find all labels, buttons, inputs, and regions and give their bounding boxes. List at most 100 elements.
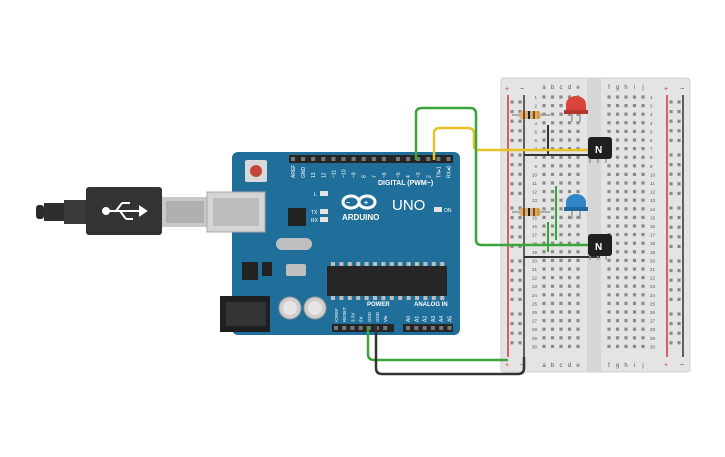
header-hole[interactable]: [321, 157, 326, 161]
breadboard-hole[interactable]: [550, 284, 555, 288]
breadboard-hole[interactable]: [641, 276, 645, 280]
resistor-2[interactable]: [512, 208, 550, 216]
rail-hole[interactable]: [669, 341, 673, 345]
rail-hole[interactable]: [677, 297, 681, 301]
breadboard-hole[interactable]: [559, 129, 563, 133]
breadboard-hole[interactable]: [641, 224, 645, 228]
breadboard-hole[interactable]: [641, 233, 645, 237]
breadboard-hole[interactable]: [559, 190, 563, 194]
reset-button-cap[interactable]: [250, 165, 262, 177]
breadboard-hole[interactable]: [567, 129, 572, 133]
breadboard-hole[interactable]: [576, 284, 580, 288]
breadboard-hole[interactable]: [615, 138, 620, 142]
rail-hole[interactable]: [669, 312, 673, 316]
breadboard-hole[interactable]: [632, 164, 637, 168]
breadboard-hole[interactable]: [607, 190, 611, 194]
analog-header-hole[interactable]: [439, 326, 444, 330]
breadboard-hole[interactable]: [615, 284, 620, 288]
breadboard-hole[interactable]: [624, 190, 628, 194]
breadboard-hole[interactable]: [641, 284, 645, 288]
breadboard-hole[interactable]: [632, 147, 637, 151]
header-hole[interactable]: [351, 157, 356, 161]
wire-green-pin5[interactable]: [414, 106, 595, 247]
breadboard-hole[interactable]: [559, 104, 563, 108]
rail-hole[interactable]: [669, 297, 673, 301]
rail-hole[interactable]: [677, 138, 681, 142]
breadboard-hole[interactable]: [542, 344, 546, 348]
rail-hole[interactable]: [669, 331, 673, 335]
breadboard-hole[interactable]: [567, 336, 572, 340]
breadboard-hole[interactable]: [641, 310, 645, 314]
breadboard-hole[interactable]: [632, 138, 637, 142]
breadboard-hole[interactable]: [632, 301, 637, 305]
breadboard-hole[interactable]: [641, 336, 645, 340]
breadboard-hole[interactable]: [550, 155, 555, 159]
breadboard-hole[interactable]: [550, 241, 555, 245]
breadboard-hole[interactable]: [607, 164, 611, 168]
breadboard-hole[interactable]: [567, 301, 572, 305]
breadboard-hole[interactable]: [542, 190, 546, 194]
breadboard-hole[interactable]: [542, 301, 546, 305]
breadboard-hole[interactable]: [624, 172, 628, 176]
breadboard-hole[interactable]: [542, 233, 546, 237]
breadboard-hole[interactable]: [550, 129, 555, 133]
rail-hole[interactable]: [677, 269, 681, 273]
breadboard-hole[interactable]: [615, 129, 620, 133]
rail-hole[interactable]: [518, 297, 522, 301]
breadboard-hole[interactable]: [615, 215, 620, 219]
breadboard-hole[interactable]: [576, 258, 580, 262]
analog-header-hole[interactable]: [414, 326, 419, 330]
breadboard-hole[interactable]: [632, 241, 637, 245]
breadboard-hole[interactable]: [624, 207, 628, 211]
breadboard-hole[interactable]: [607, 336, 611, 340]
breadboard-hole[interactable]: [576, 310, 580, 314]
breadboard-hole[interactable]: [632, 267, 637, 271]
rail-hole[interactable]: [677, 341, 681, 345]
rail-hole[interactable]: [677, 153, 681, 157]
breadboard-hole[interactable]: [542, 258, 546, 262]
analog-header-hole[interactable]: [422, 326, 427, 330]
rail-hole[interactable]: [510, 244, 514, 248]
breadboard-hole[interactable]: [632, 198, 637, 202]
rail-hole[interactable]: [518, 206, 522, 210]
breadboard-hole[interactable]: [550, 215, 555, 219]
breadboard-hole[interactable]: [567, 155, 572, 159]
breadboard-hole[interactable]: [624, 310, 628, 314]
rail-hole[interactable]: [518, 191, 522, 195]
breadboard-hole[interactable]: [550, 293, 555, 297]
breadboard-hole[interactable]: [559, 241, 563, 245]
breadboard-hole[interactable]: [576, 181, 580, 185]
breadboard-hole[interactable]: [632, 284, 637, 288]
rail-hole[interactable]: [677, 216, 681, 220]
breadboard-hole[interactable]: [559, 276, 563, 280]
rail-hole[interactable]: [677, 129, 681, 133]
breadboard-hole[interactable]: [632, 310, 637, 314]
rail-hole[interactable]: [669, 119, 673, 123]
breadboard-hole[interactable]: [632, 207, 637, 211]
breadboard-hole[interactable]: [624, 301, 628, 305]
rail-hole[interactable]: [510, 100, 514, 104]
breadboard-hole[interactable]: [542, 327, 546, 331]
breadboard-hole[interactable]: [567, 267, 572, 271]
rail-hole[interactable]: [669, 216, 673, 220]
rail-hole[interactable]: [518, 100, 522, 104]
breadboard-hole[interactable]: [559, 258, 563, 262]
breadboard-hole[interactable]: [624, 138, 628, 142]
analog-header-hole[interactable]: [447, 326, 452, 330]
breadboard-hole[interactable]: [641, 241, 645, 245]
breadboard-hole[interactable]: [641, 207, 645, 211]
breadboard-hole[interactable]: [641, 95, 645, 99]
header-hole[interactable]: [446, 157, 451, 161]
rail-hole[interactable]: [669, 244, 673, 248]
rail-hole[interactable]: [677, 206, 681, 210]
breadboard-hole[interactable]: [624, 258, 628, 262]
red-led[interactable]: [564, 96, 588, 122]
breadboard-hole[interactable]: [607, 104, 611, 108]
breadboard-hole[interactable]: [615, 164, 620, 168]
breadboard-hole[interactable]: [559, 250, 563, 254]
breadboard-hole[interactable]: [607, 224, 611, 228]
breadboard-hole[interactable]: [624, 267, 628, 271]
breadboard-hole[interactable]: [607, 310, 611, 314]
breadboard-hole[interactable]: [550, 147, 555, 151]
breadboard-hole[interactable]: [615, 258, 620, 262]
